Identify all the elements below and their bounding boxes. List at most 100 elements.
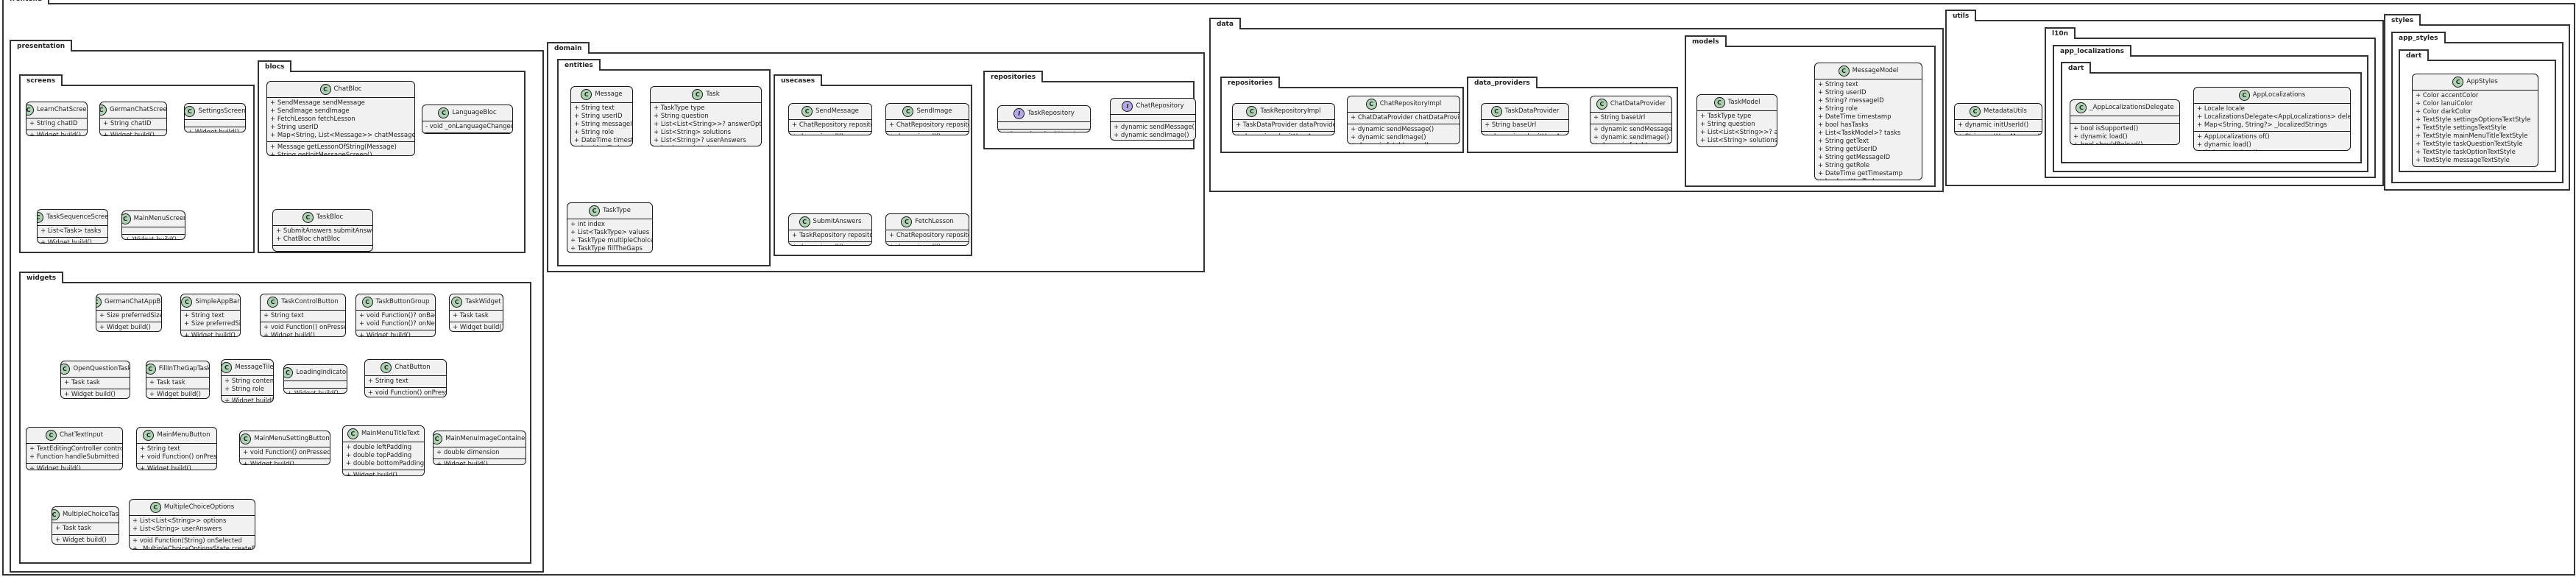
package-label: dart bbox=[2399, 49, 2430, 61]
method: + dynamic call() bbox=[889, 244, 966, 245]
class-fields: + double dimension bbox=[434, 447, 526, 459]
class-name: ChatRepository bbox=[1136, 102, 1184, 110]
package-label: repositories bbox=[1220, 77, 1281, 88]
package-label: utils bbox=[1945, 10, 1977, 21]
field: + FetchLesson fetchLesson bbox=[270, 116, 355, 123]
class-methods: + dynamic submitUserAnswers() bbox=[1482, 132, 1568, 135]
interface-icon: I bbox=[1013, 108, 1025, 119]
field: + List<List<String>>? answerOptions bbox=[1700, 129, 1777, 136]
class-AppLocalizationsDelegate: C_AppLocalizationsDelegate+ bool isSuppo… bbox=[2070, 99, 2180, 145]
class-name: MainMenuSettingButton bbox=[254, 435, 330, 442]
class-fields: + ChatRepository repository bbox=[886, 230, 969, 242]
class-name: FetchLesson bbox=[915, 218, 954, 225]
class-name: GermanChatAppBar bbox=[104, 298, 162, 305]
class-icon: C bbox=[38, 212, 44, 223]
method: + Widget build() bbox=[103, 132, 155, 136]
method: + dynamic submitUserAnswers() bbox=[1236, 133, 1334, 135]
field: - void _onLanguageChanged() bbox=[425, 123, 513, 130]
class-methods bbox=[273, 246, 372, 251]
class-methods: + Widget build() bbox=[181, 330, 240, 337]
class-name: ChatBloc bbox=[333, 85, 362, 93]
class-methods: + Widget build() bbox=[122, 235, 185, 239]
field: + TextStyle settingsOptionsTextStyle bbox=[2416, 116, 2531, 124]
class-icon: C bbox=[240, 433, 252, 445]
class-fields: + String baseUrl bbox=[1590, 113, 1671, 124]
method: + _MultipleChoiceOptionsState createStat… bbox=[132, 545, 255, 550]
field: + String role bbox=[224, 386, 264, 393]
method: + String getInitMessageScreen() bbox=[270, 152, 372, 156]
class-icon: C bbox=[381, 362, 392, 373]
class-methods: + Widget build() bbox=[343, 470, 424, 475]
class-fields: + ChatRepository repository bbox=[789, 120, 871, 132]
field: + TextEditingController controller bbox=[29, 445, 122, 453]
method: + String getUserMessageID() bbox=[1958, 133, 2042, 135]
field: + Task task bbox=[64, 379, 100, 386]
class-methods: + Widget build() bbox=[52, 535, 118, 544]
class-name: MessageTile bbox=[235, 364, 274, 371]
package-label: frontend bbox=[2, 0, 50, 4]
field: + bool hasTasks bbox=[1818, 121, 1869, 129]
class-methods: + void Function() onPressed+ Widget buil… bbox=[365, 388, 446, 397]
method: + Widget build() bbox=[453, 324, 503, 331]
class-fields: + String text+ void Function() onPressed bbox=[137, 444, 216, 464]
field: + TaskType type bbox=[1700, 113, 1752, 120]
class-name: LanguageBloc bbox=[452, 109, 497, 116]
field: + List<String> solutions bbox=[654, 129, 732, 136]
class-name: MainMenuScreen bbox=[133, 215, 185, 222]
class-name: ChatDataProvider bbox=[1610, 100, 1666, 107]
class-icon: C bbox=[267, 297, 279, 308]
class-icon: C bbox=[181, 297, 193, 308]
field: + TaskDataProvider dataProvider bbox=[1236, 121, 1335, 129]
method: + Widget build() bbox=[184, 332, 236, 337]
method: + dynamic call() bbox=[889, 133, 966, 135]
class-name: MultipleChoiceTask bbox=[63, 511, 119, 518]
class-methods: + dynamic call() bbox=[789, 132, 871, 135]
method: + dynamic load() bbox=[2197, 141, 2251, 149]
field: + List<TaskType> values bbox=[570, 229, 650, 236]
field: + List<Task> tasks bbox=[40, 227, 102, 235]
method: + Widget build() bbox=[64, 391, 116, 398]
class-methods: + dynamic sendMessage()+ dynamic sendIma… bbox=[1590, 124, 1671, 144]
class-icon: C bbox=[26, 105, 35, 116]
method: + Widget build() bbox=[55, 537, 107, 544]
method: + dynamic sendMessage() bbox=[1593, 126, 1672, 133]
class-TaskSequenceScreen: CTaskSequenceScreen+ List<Task> tasks+ W… bbox=[37, 209, 108, 244]
field: + bool getHasTasks bbox=[1818, 178, 1919, 180]
class-methods: + Widget build() bbox=[100, 130, 166, 136]
method: + dynamic submitUserAnswers() bbox=[1485, 133, 1568, 135]
class-methods: + Widget build() bbox=[356, 330, 435, 336]
interface-icon: I bbox=[1122, 101, 1133, 112]
field: + Color darkColor bbox=[2416, 108, 2471, 116]
class-name: TaskRepository bbox=[1027, 110, 1075, 117]
field: + String messageID bbox=[574, 121, 633, 128]
class-name: SendMessage bbox=[815, 107, 859, 115]
method: + dynamic fetchLesson() bbox=[1351, 142, 1457, 144]
method: + dynamic sendImage() bbox=[1114, 132, 1189, 139]
class-icon: C bbox=[319, 84, 331, 95]
class-fields: + Task task bbox=[450, 311, 503, 322]
field: + SendMessage sendMessage bbox=[270, 99, 365, 107]
field: + Size preferredSize bbox=[184, 320, 241, 328]
class-name: AppStyles bbox=[2466, 78, 2498, 85]
class-icon: C bbox=[143, 430, 155, 441]
field: + String userID bbox=[1818, 89, 1866, 96]
